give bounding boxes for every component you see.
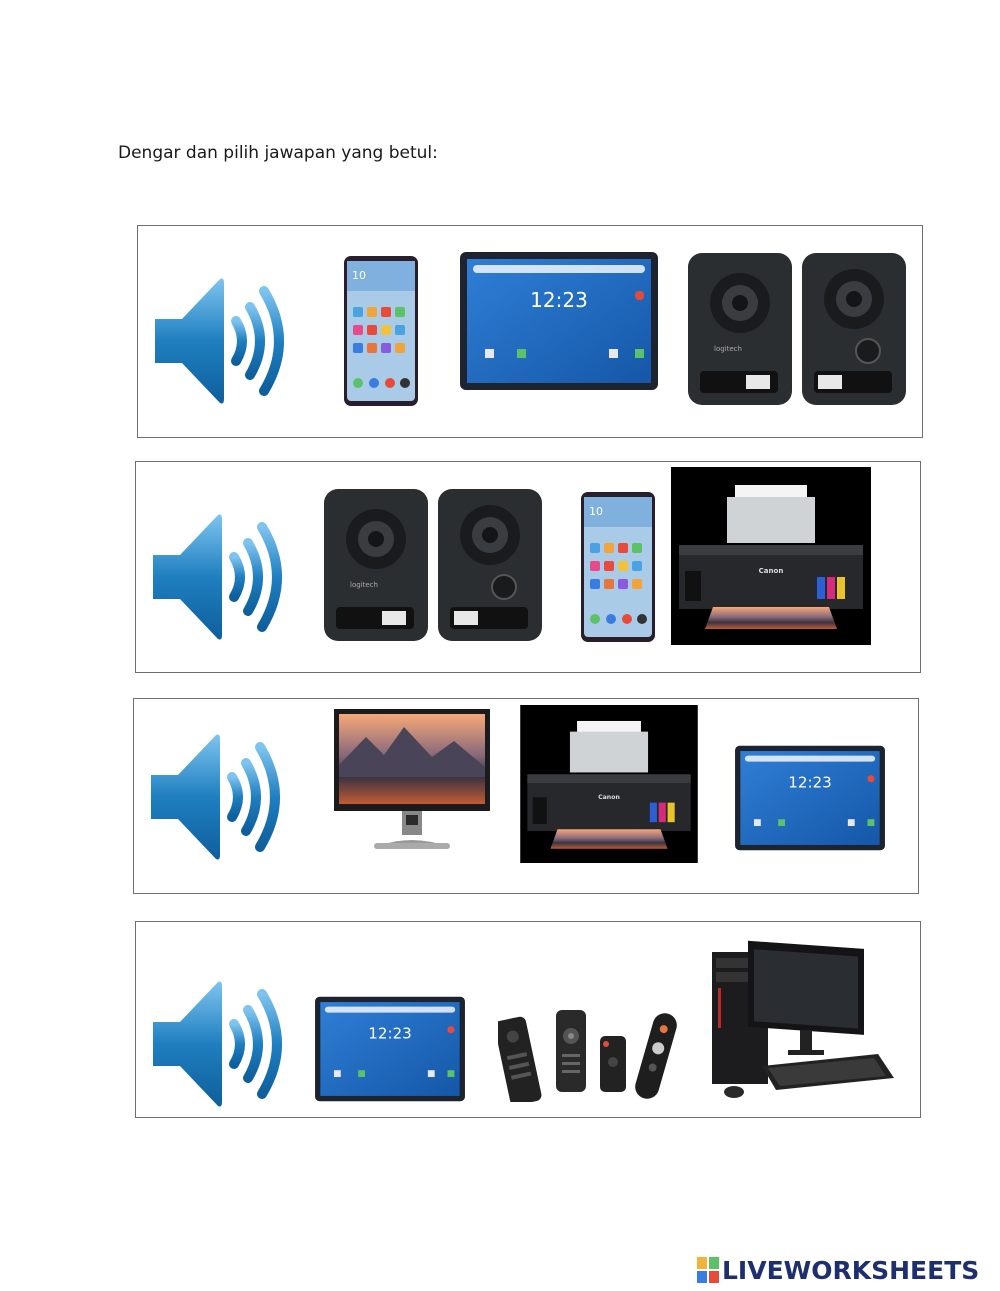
option-speakers[interactable] — [686, 251, 906, 407]
answer-row-1 — [137, 225, 923, 438]
liveworksheets-logo: LIVEWORKSHEETS — [697, 1255, 979, 1285]
option-desktop-computer[interactable] — [708, 936, 898, 1102]
option-monitor[interactable] — [332, 707, 492, 853]
option-remote-controls[interactable] — [498, 1006, 688, 1102]
audio-play-speaker-icon[interactable] — [146, 727, 286, 867]
audio-play-speaker-icon[interactable] — [150, 271, 290, 411]
option-smartphone[interactable] — [343, 255, 419, 407]
option-speakers[interactable] — [322, 487, 542, 643]
answer-row-3 — [133, 698, 919, 894]
answer-row-2 — [135, 461, 921, 673]
option-tablet[interactable] — [459, 251, 659, 391]
option-smartphone[interactable] — [580, 491, 656, 643]
option-printer[interactable] — [520, 705, 698, 863]
answer-row-4 — [135, 921, 921, 1118]
liveworksheets-badge-icon — [697, 1257, 719, 1283]
liveworksheets-logo-text: LIVEWORKSHEETS — [722, 1255, 980, 1285]
option-tablet[interactable] — [314, 996, 466, 1102]
instruction-text: Dengar dan pilih jawapan yang betul: — [118, 143, 438, 163]
audio-play-speaker-icon[interactable] — [148, 974, 288, 1114]
audio-play-speaker-icon[interactable] — [148, 507, 288, 647]
option-printer[interactable] — [671, 467, 871, 645]
option-tablet[interactable] — [733, 745, 887, 851]
